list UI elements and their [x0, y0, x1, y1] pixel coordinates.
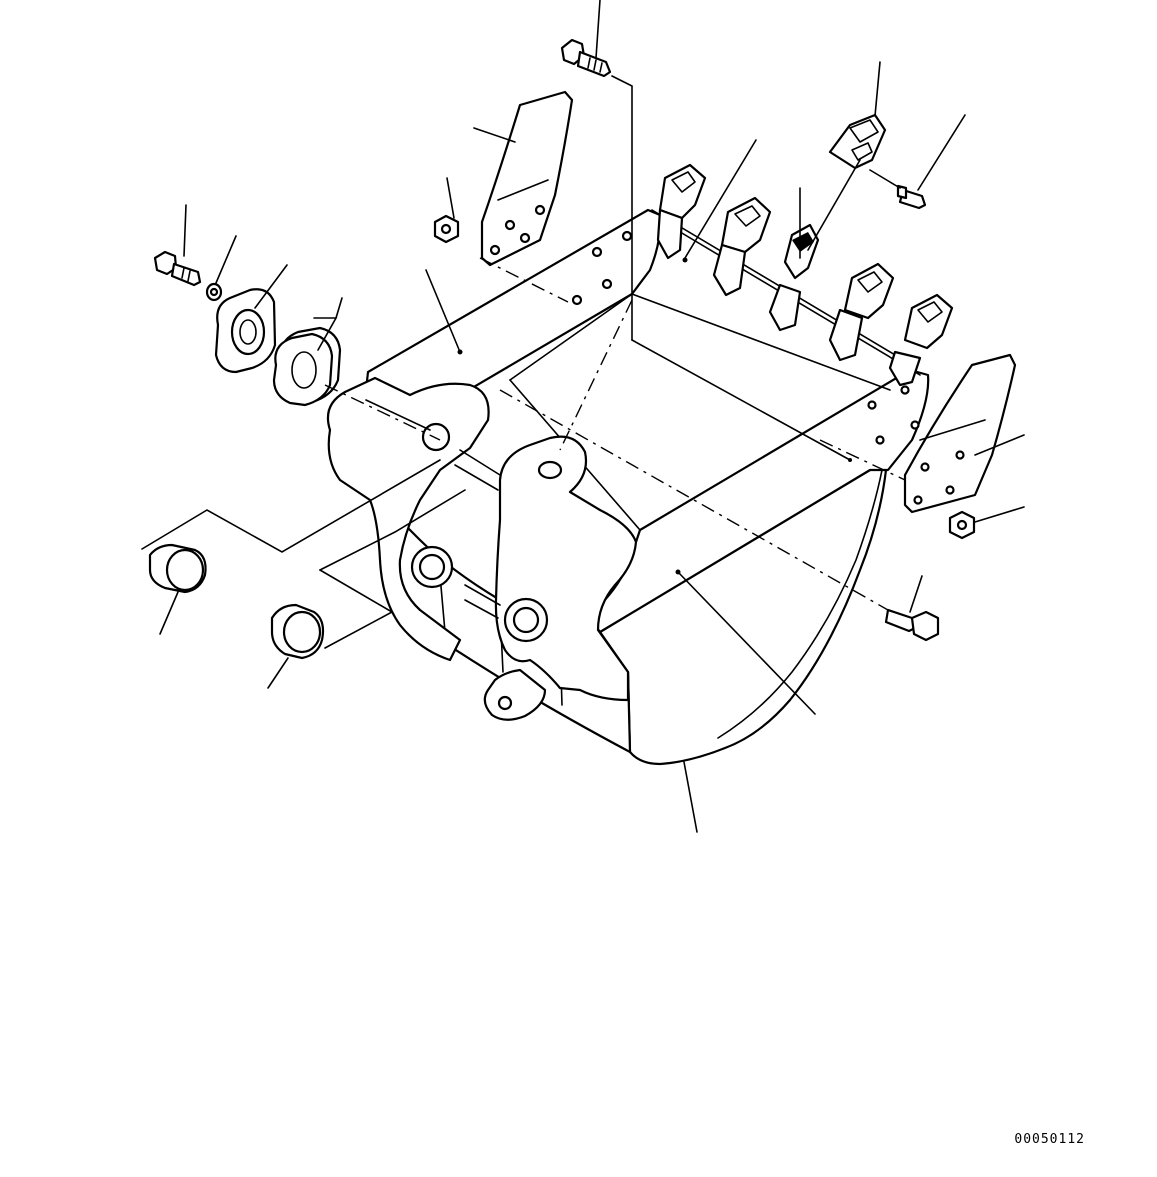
bushing-right	[270, 603, 325, 660]
top-bolt	[560, 38, 612, 78]
right-lower-bolt	[884, 608, 940, 642]
tooth-5	[888, 293, 954, 387]
left-nut	[433, 214, 460, 244]
tooth-1	[656, 163, 707, 260]
rear-boss-plate	[326, 376, 490, 662]
tooth-2	[712, 196, 772, 297]
front-boss-plate	[494, 435, 638, 702]
bucket-floor-edge	[631, 293, 891, 391]
right-side-cutter	[903, 353, 1017, 514]
front-upper-hole	[537, 460, 563, 480]
spacer-ring	[214, 288, 277, 374]
bucket-body	[326, 208, 930, 766]
tooth-4	[828, 262, 895, 362]
bucket-shell	[598, 464, 888, 766]
left-side-cutter	[480, 90, 574, 267]
left-hex-bolt	[153, 250, 202, 287]
shim-plates	[272, 326, 342, 407]
exploded-tooth	[828, 113, 887, 170]
assembly-axes	[324, 257, 906, 611]
drawing-code: 00050112	[1014, 1132, 1085, 1147]
right-nut	[948, 510, 976, 540]
tooth-3	[768, 223, 820, 332]
teeth-row	[656, 113, 954, 387]
bushing-left	[148, 543, 207, 594]
shell-wear-strip	[717, 469, 883, 739]
leader-lines	[141, 0, 1025, 833]
right-tooth-bolt	[896, 184, 927, 210]
